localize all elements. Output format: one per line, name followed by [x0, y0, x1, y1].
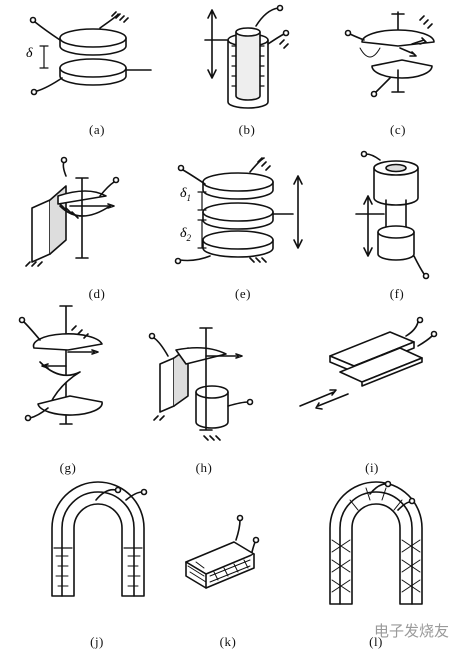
- panel-label-d: (d): [88, 286, 106, 301]
- delta2-label-e: δ2: [180, 226, 192, 243]
- panel-e-differential-plates: [174, 157, 303, 265]
- panel-label-i: (i): [365, 460, 379, 475]
- panel-a-parallel-plates: [29, 11, 152, 96]
- panel-d-variable-sector: [25, 156, 120, 267]
- panel-i-sliding-plates: [299, 316, 438, 410]
- delta1-label-e: δ1: [180, 186, 192, 203]
- panel-b-coaxial-tube: [204, 4, 290, 109]
- panel-h-differential-rotary: [148, 327, 254, 441]
- panel-label-k: (k): [219, 634, 237, 649]
- panel-label-g: (g): [59, 460, 77, 475]
- panel-j-liquid-level: [51, 481, 148, 597]
- panel-label-f: (f): [389, 286, 405, 301]
- panel-l-mesh-shell: [329, 480, 423, 605]
- panel-label-c: (c): [390, 122, 406, 137]
- panel-g-rotary-semidiscs: [18, 305, 103, 425]
- panel-k-dielectric-block: [185, 514, 260, 589]
- panel-c-rotary-plates: [344, 11, 435, 98]
- panel-label-j: (j): [90, 634, 104, 649]
- panel-label-h: (h): [195, 460, 213, 475]
- panel-label-b: (b): [238, 122, 256, 137]
- panel-f-cylinder-variable: [355, 150, 430, 280]
- panel-label-l: (l): [369, 634, 383, 649]
- delta-label-a: δ: [26, 46, 33, 61]
- panel-label-a: (a): [89, 122, 105, 137]
- panel-label-e: (e): [235, 286, 251, 301]
- watermark: 电子发烧友: [373, 622, 449, 640]
